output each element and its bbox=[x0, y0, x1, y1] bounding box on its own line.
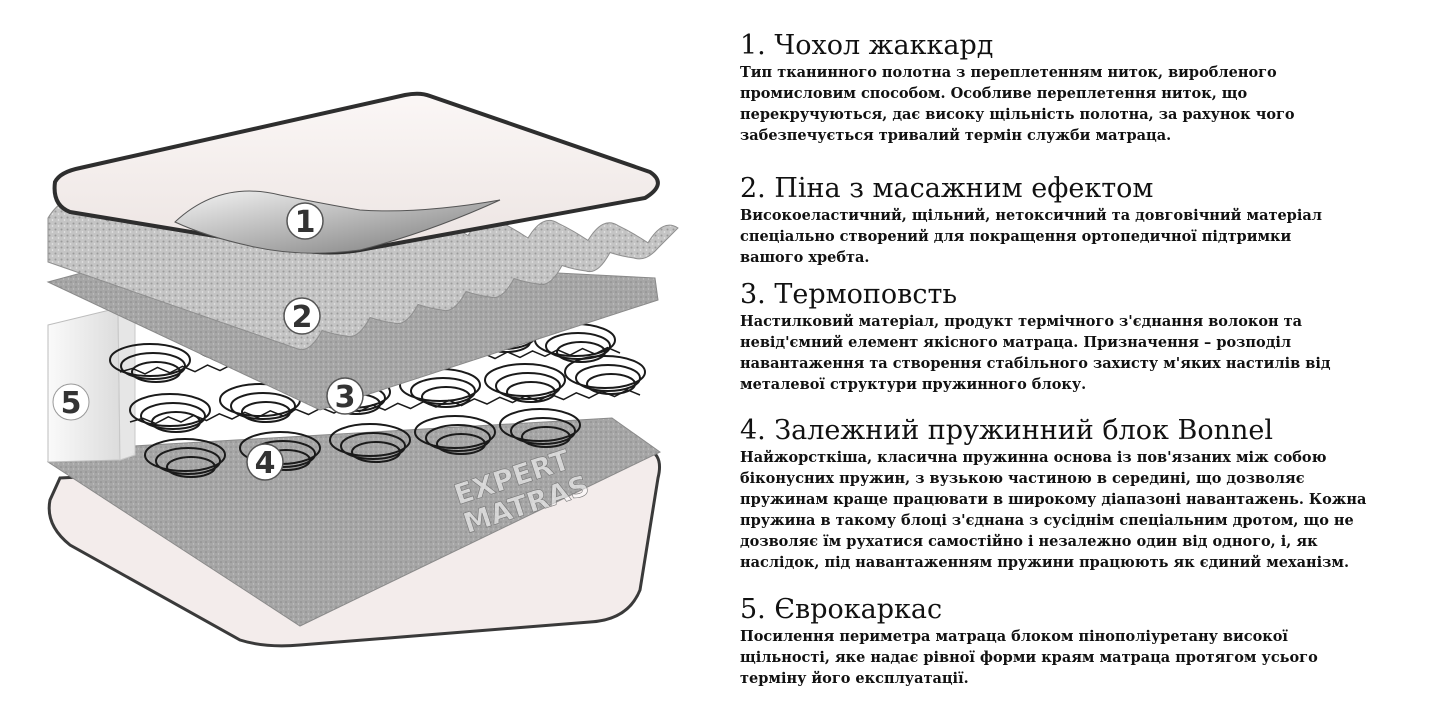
spring-coil bbox=[521, 426, 571, 448]
spring-coil bbox=[155, 447, 221, 475]
spring-coil bbox=[340, 432, 406, 460]
section-line: терміну його експлуатації. bbox=[740, 670, 969, 687]
section-line: пружинам краще працювати в широкому діап… bbox=[740, 491, 1367, 508]
spring-coil bbox=[484, 363, 566, 397]
section-title: 1. Чохол жаккард bbox=[740, 30, 994, 61]
spring-coil bbox=[120, 352, 186, 380]
section-line: Високоеластичний, щільний, нетоксичний т… bbox=[740, 207, 1322, 224]
section-line: металевої структури пружинного блоку. bbox=[740, 376, 1087, 393]
section-line: невід'ємний елемент якісного матраца. Пр… bbox=[740, 334, 1292, 351]
spring-coil bbox=[166, 456, 216, 478]
section-line: навантаження та створення стабільного за… bbox=[740, 355, 1331, 372]
section-line: біконусних пружин, з вузькою частиною в … bbox=[740, 470, 1305, 487]
spring-coil bbox=[575, 364, 641, 392]
spring-coil bbox=[564, 355, 646, 389]
euro-frame-block bbox=[47, 307, 136, 463]
spring-coil bbox=[129, 393, 211, 427]
section-title: 5. Єврокаркас bbox=[740, 594, 943, 625]
spring-coil bbox=[109, 343, 191, 377]
mattress-diagram: EXPERT MATRAS 1 2 3 bbox=[0, 0, 720, 705]
section-title: 3. Термоповсть bbox=[740, 279, 958, 310]
badge-4-number: 4 bbox=[255, 446, 276, 481]
section-line: промисловим способом. Особливе переплете… bbox=[740, 85, 1248, 102]
section-jacquard-cover: 1. Чохол жаккард Тип тканинного полотна … bbox=[740, 30, 1430, 146]
section-line: Найжорсткіша, класична пружинна основа і… bbox=[740, 449, 1327, 466]
section-line: Посилення периметра матраца блоком піноп… bbox=[740, 628, 1288, 645]
spring-coil bbox=[436, 433, 486, 455]
badge-1-number: 1 bbox=[295, 205, 316, 240]
section-line: щільності, яке надає рівної форми краям … bbox=[740, 649, 1318, 666]
section-line: дозволяє їм рухатися самостійно і незале… bbox=[740, 533, 1318, 550]
spring-coil bbox=[351, 441, 401, 463]
spring-coil bbox=[499, 408, 581, 442]
section-massage-foam: 2. Піна з масажним ефектом Високоеластич… bbox=[740, 173, 1430, 268]
section-title: 4. Залежний пружинний блок Bonnel bbox=[740, 415, 1273, 446]
spring-coil bbox=[329, 423, 411, 457]
section-title: 2. Піна з масажним ефектом bbox=[740, 173, 1154, 204]
section-line: вашого хребта. bbox=[740, 249, 870, 266]
spring-coil bbox=[495, 372, 561, 400]
mattress-layers-illustration: EXPERT MATRAS 1 2 3 bbox=[46, 91, 679, 648]
spring-coil bbox=[556, 341, 606, 363]
spring-coil bbox=[425, 424, 491, 452]
section-line: забезпечується тривалий термін служби ма… bbox=[740, 127, 1172, 144]
spring-coil bbox=[510, 417, 576, 445]
spring-coil bbox=[414, 415, 496, 449]
spring-coil bbox=[144, 438, 226, 472]
section-line: Тип тканинного полотна з переплетенням н… bbox=[740, 64, 1277, 81]
spring-connector-wire bbox=[129, 388, 641, 425]
spring-coil bbox=[545, 332, 611, 360]
spring-coil bbox=[506, 381, 556, 403]
badge-2-number: 2 bbox=[292, 300, 313, 335]
badge-4: 4 bbox=[246, 443, 284, 481]
section-euro-frame: 5. Єврокаркас Посилення периметра матрац… bbox=[740, 594, 1430, 689]
spring-coil bbox=[586, 373, 636, 395]
badge-2: 2 bbox=[283, 297, 321, 335]
section-line: перекручуються, дає високу щільність пол… bbox=[740, 106, 1295, 123]
badge-5: 5 bbox=[52, 383, 90, 421]
jacquard-cover bbox=[52, 91, 660, 255]
badge-5-number: 5 bbox=[61, 386, 82, 421]
section-line: пружина в такому блоці з'єднана з сусідн… bbox=[740, 512, 1354, 529]
section-line: Настилковий матеріал, продукт термічного… bbox=[740, 313, 1303, 330]
section-line: наслідок, під навантаженням пружини прац… bbox=[740, 554, 1350, 571]
badge-3-number: 3 bbox=[335, 380, 356, 415]
section-thermo-felt: 3. Термоповсть Настилковий матеріал, про… bbox=[740, 279, 1430, 395]
spring-coil bbox=[230, 392, 296, 420]
badge-3: 3 bbox=[326, 377, 364, 415]
badge-1: 1 bbox=[286, 202, 324, 240]
spring-coil bbox=[421, 386, 471, 408]
section-line: спеціально створений для покращення орто… bbox=[740, 228, 1292, 245]
section-bonnel-spring-block: 4. Залежний пружинний блок Bonnel Найжор… bbox=[740, 415, 1430, 573]
spring-coil bbox=[131, 361, 181, 383]
spring-coil bbox=[140, 402, 206, 430]
